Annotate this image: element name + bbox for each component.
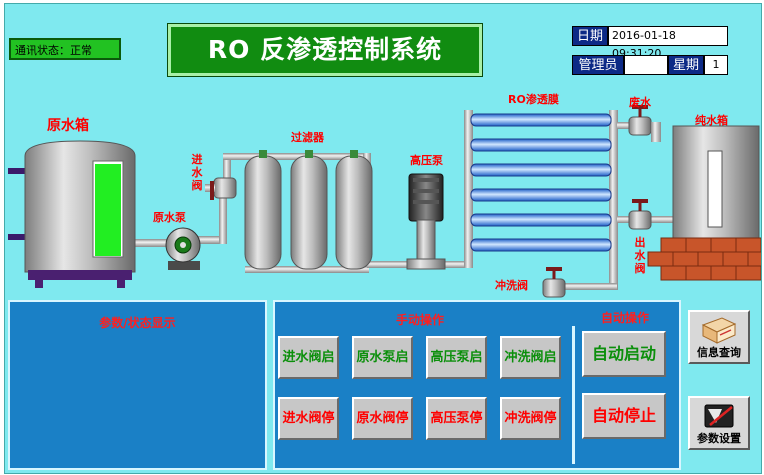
auto-start-button[interactable]: 自动启动 <box>582 331 666 377</box>
operation-panel <box>273 300 681 470</box>
filter-units <box>244 150 373 270</box>
param-settings-label: 参数设置 <box>697 432 741 445</box>
flush-valve-stop-button[interactable]: 冲洗阀停 <box>500 397 561 440</box>
param-settings-button[interactable]: 参数设置 <box>688 396 750 450</box>
inlet-valve-start-button[interactable]: 进水阀启 <box>278 336 339 379</box>
raw-tank-label: 原水箱 <box>47 118 89 134</box>
week-value: 1 <box>704 55 728 75</box>
info-query-button[interactable]: 信息查询 <box>688 310 750 364</box>
pure-water-tank <box>647 125 761 281</box>
document-icon <box>701 317 737 344</box>
inlet-valve-label: 进水阀 <box>191 153 203 192</box>
inlet-valve-stop-button[interactable]: 进水阀停 <box>278 397 339 440</box>
outlet-valve-label: 出水阀 <box>634 236 646 275</box>
raw-pump-label: 原水泵 <box>153 211 186 224</box>
hp-pump-stop-button[interactable]: 高压泵停 <box>426 397 487 440</box>
params-status-panel: 参数/状态显示 <box>8 300 267 470</box>
high-pressure-pump-icon <box>406 173 446 270</box>
params-panel-title: 参数/状态显示 <box>99 316 176 330</box>
admin-label: 管理员 <box>572 55 624 75</box>
flush-valve-label: 冲洗阀 <box>495 279 528 292</box>
pure-tank-label: 纯水箱 <box>695 114 728 127</box>
flush-valve-icon <box>542 267 566 298</box>
auto-stop-button[interactable]: 自动停止 <box>582 393 666 439</box>
page-title: RO 反渗透控制系统 <box>167 23 483 77</box>
date-label: 日期 <box>572 26 608 46</box>
hp-pump-start-button[interactable]: 高压泵启 <box>426 336 487 379</box>
flush-valve-start-button[interactable]: 冲洗阀启 <box>500 336 561 379</box>
admin-value[interactable] <box>624 55 668 75</box>
hp-pump-label: 高压泵 <box>410 154 443 167</box>
process-diagram <box>8 105 761 298</box>
ro-membrane-label: RO渗透膜 <box>508 93 559 106</box>
panel-divider <box>572 326 575 464</box>
comm-status: 通讯状态：正常 <box>9 38 121 60</box>
outlet-valve-icon <box>628 199 652 230</box>
raw-water-pump-icon <box>165 227 201 270</box>
raw-pump-start-button[interactable]: 原水泵启 <box>352 336 413 379</box>
settings-tablet-icon <box>704 404 734 428</box>
ro-membrane-array <box>470 113 612 252</box>
hmi-screen: 通讯状态：正常 RO 反渗透控制系统 日期 2016-01-18 09:31:2… <box>4 3 762 474</box>
raw-tank-level <box>95 164 121 256</box>
filter-label: 过滤器 <box>291 131 324 144</box>
inlet-valve-icon <box>205 177 237 200</box>
waste-water-label: 废水 <box>629 96 651 109</box>
manual-panel-title: 手动操作 <box>395 313 444 327</box>
raw-valve-stop-button[interactable]: 原水阀停 <box>352 397 413 440</box>
raw-water-tank <box>8 140 136 288</box>
waste-valve-icon <box>628 105 661 142</box>
week-label: 星期 <box>668 55 704 75</box>
info-query-label: 信息查询 <box>697 346 741 359</box>
auto-panel-title: 自动操作 <box>600 311 649 325</box>
